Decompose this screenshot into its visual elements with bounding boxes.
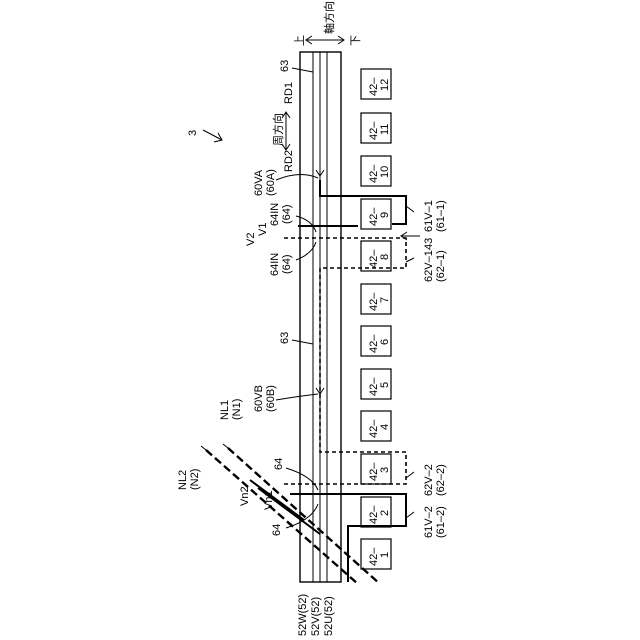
nl1-end-tick	[223, 444, 233, 452]
leader-lines	[276, 68, 420, 528]
axial-direction-label: 軸方向	[322, 1, 336, 34]
slot-number: 9	[379, 212, 391, 218]
figure-ref: 3	[187, 130, 222, 142]
label-60a: (60A)	[265, 169, 277, 196]
slot-number: 12	[379, 79, 391, 91]
label-62v1: 62V–1	[423, 250, 435, 282]
label-63-mid: 63	[279, 332, 291, 344]
leader-61v1	[406, 206, 414, 212]
leader-63-mid	[292, 340, 313, 344]
slot-number: 11	[379, 124, 391, 135]
label-61v1: 61V–1	[423, 200, 435, 232]
slot-3: 42– 3	[361, 454, 391, 484]
label-60va: 60VA	[253, 169, 265, 196]
slot-number: 8	[379, 254, 391, 260]
axial-direction-indicator: 上 下 軸方向	[293, 1, 362, 46]
slot-number: 2	[379, 510, 391, 516]
label-n1: (N1)	[231, 399, 243, 420]
neutral-line-nl1	[228, 448, 380, 584]
label-61-2: (61–2)	[435, 506, 447, 538]
slot-number: 3	[379, 467, 391, 473]
label-64-a: 64	[273, 458, 285, 470]
label-64-2: (64)	[281, 254, 293, 274]
label-vn1: Vn1	[263, 490, 275, 510]
slot-6: 42– 6	[361, 326, 391, 356]
label-v2: V2	[245, 233, 257, 246]
slot-11: 42– 11	[361, 113, 391, 143]
slot-number: 6	[379, 339, 391, 345]
slot-12: 42– 12	[361, 69, 391, 99]
coil-62v-path	[284, 238, 406, 484]
label-60vb: 60VB	[253, 385, 265, 412]
label-64in-1: 64IN	[269, 203, 281, 226]
leader-61v2	[406, 512, 414, 518]
slot-number: 7	[379, 297, 391, 303]
label-52u: 52U(52)	[323, 596, 335, 636]
rd1-label: RD1	[283, 82, 295, 104]
neutral-lines	[201, 444, 380, 584]
slot-1: 42– 1	[361, 539, 391, 569]
leader-62v1	[406, 258, 414, 262]
label-52w: 52W(52)	[297, 594, 309, 636]
circ-direction-label: 周方向	[271, 113, 285, 146]
slot-4: 42– 4	[361, 411, 391, 441]
rd2-label: RD2	[283, 150, 295, 172]
slot-8: 42– 8	[361, 241, 391, 271]
label-62v2: 62V–2	[423, 464, 435, 496]
nl2-end-tick	[201, 446, 211, 454]
label-vn2: Vn2	[239, 486, 251, 506]
label-64in-2: 64IN	[269, 253, 281, 276]
label-62-1: (62–1)	[435, 250, 447, 282]
slot-number: 1	[379, 552, 391, 558]
slot-9: 42– 9	[361, 199, 391, 229]
label-v1: V1	[257, 223, 269, 236]
leader-60vb	[276, 394, 318, 400]
slot-number: 4	[379, 424, 391, 430]
slot-5: 42– 5	[361, 369, 391, 399]
slot-number: 10	[379, 166, 391, 178]
figure-ref-number: 3	[187, 130, 199, 136]
label-nl1: NL1	[219, 400, 231, 420]
slot-number: 5	[379, 382, 391, 388]
label-nl2: NL2	[177, 470, 189, 490]
label-43: 43	[423, 238, 435, 250]
slot-7: 42– 7	[361, 284, 391, 314]
slot-10: 42– 10	[361, 156, 391, 186]
axial-down-label: 下	[350, 35, 362, 46]
label-62-2: (62–2)	[435, 464, 447, 496]
label-60b: (60B)	[265, 385, 277, 412]
leader-62v2	[406, 472, 414, 478]
leader-63-top	[292, 68, 313, 72]
slot-2: 42– 2	[361, 497, 391, 527]
label-63-top: 63	[279, 60, 291, 72]
axial-up-label: 上	[293, 35, 306, 46]
label-61-1: (61–1)	[435, 200, 447, 232]
label-64-1: (64)	[281, 204, 293, 224]
label-n2: (N2)	[189, 469, 201, 490]
circumferential-direction-indicator: RD1 RD2 周方向	[271, 82, 295, 172]
right-labels: 61V–1 (61–1) 43 62V–1 (62–1) 62V–2 (62–2…	[423, 200, 447, 538]
leader-60va	[276, 174, 318, 180]
phase-labels: 52W(52) 52V(52) 52U(52)	[297, 594, 335, 636]
neutral-junction-vn2	[250, 480, 304, 520]
label-52v: 52V(52)	[310, 597, 322, 636]
label-64-b: 64	[271, 524, 283, 536]
label-61v2: 61V–2	[423, 506, 435, 538]
